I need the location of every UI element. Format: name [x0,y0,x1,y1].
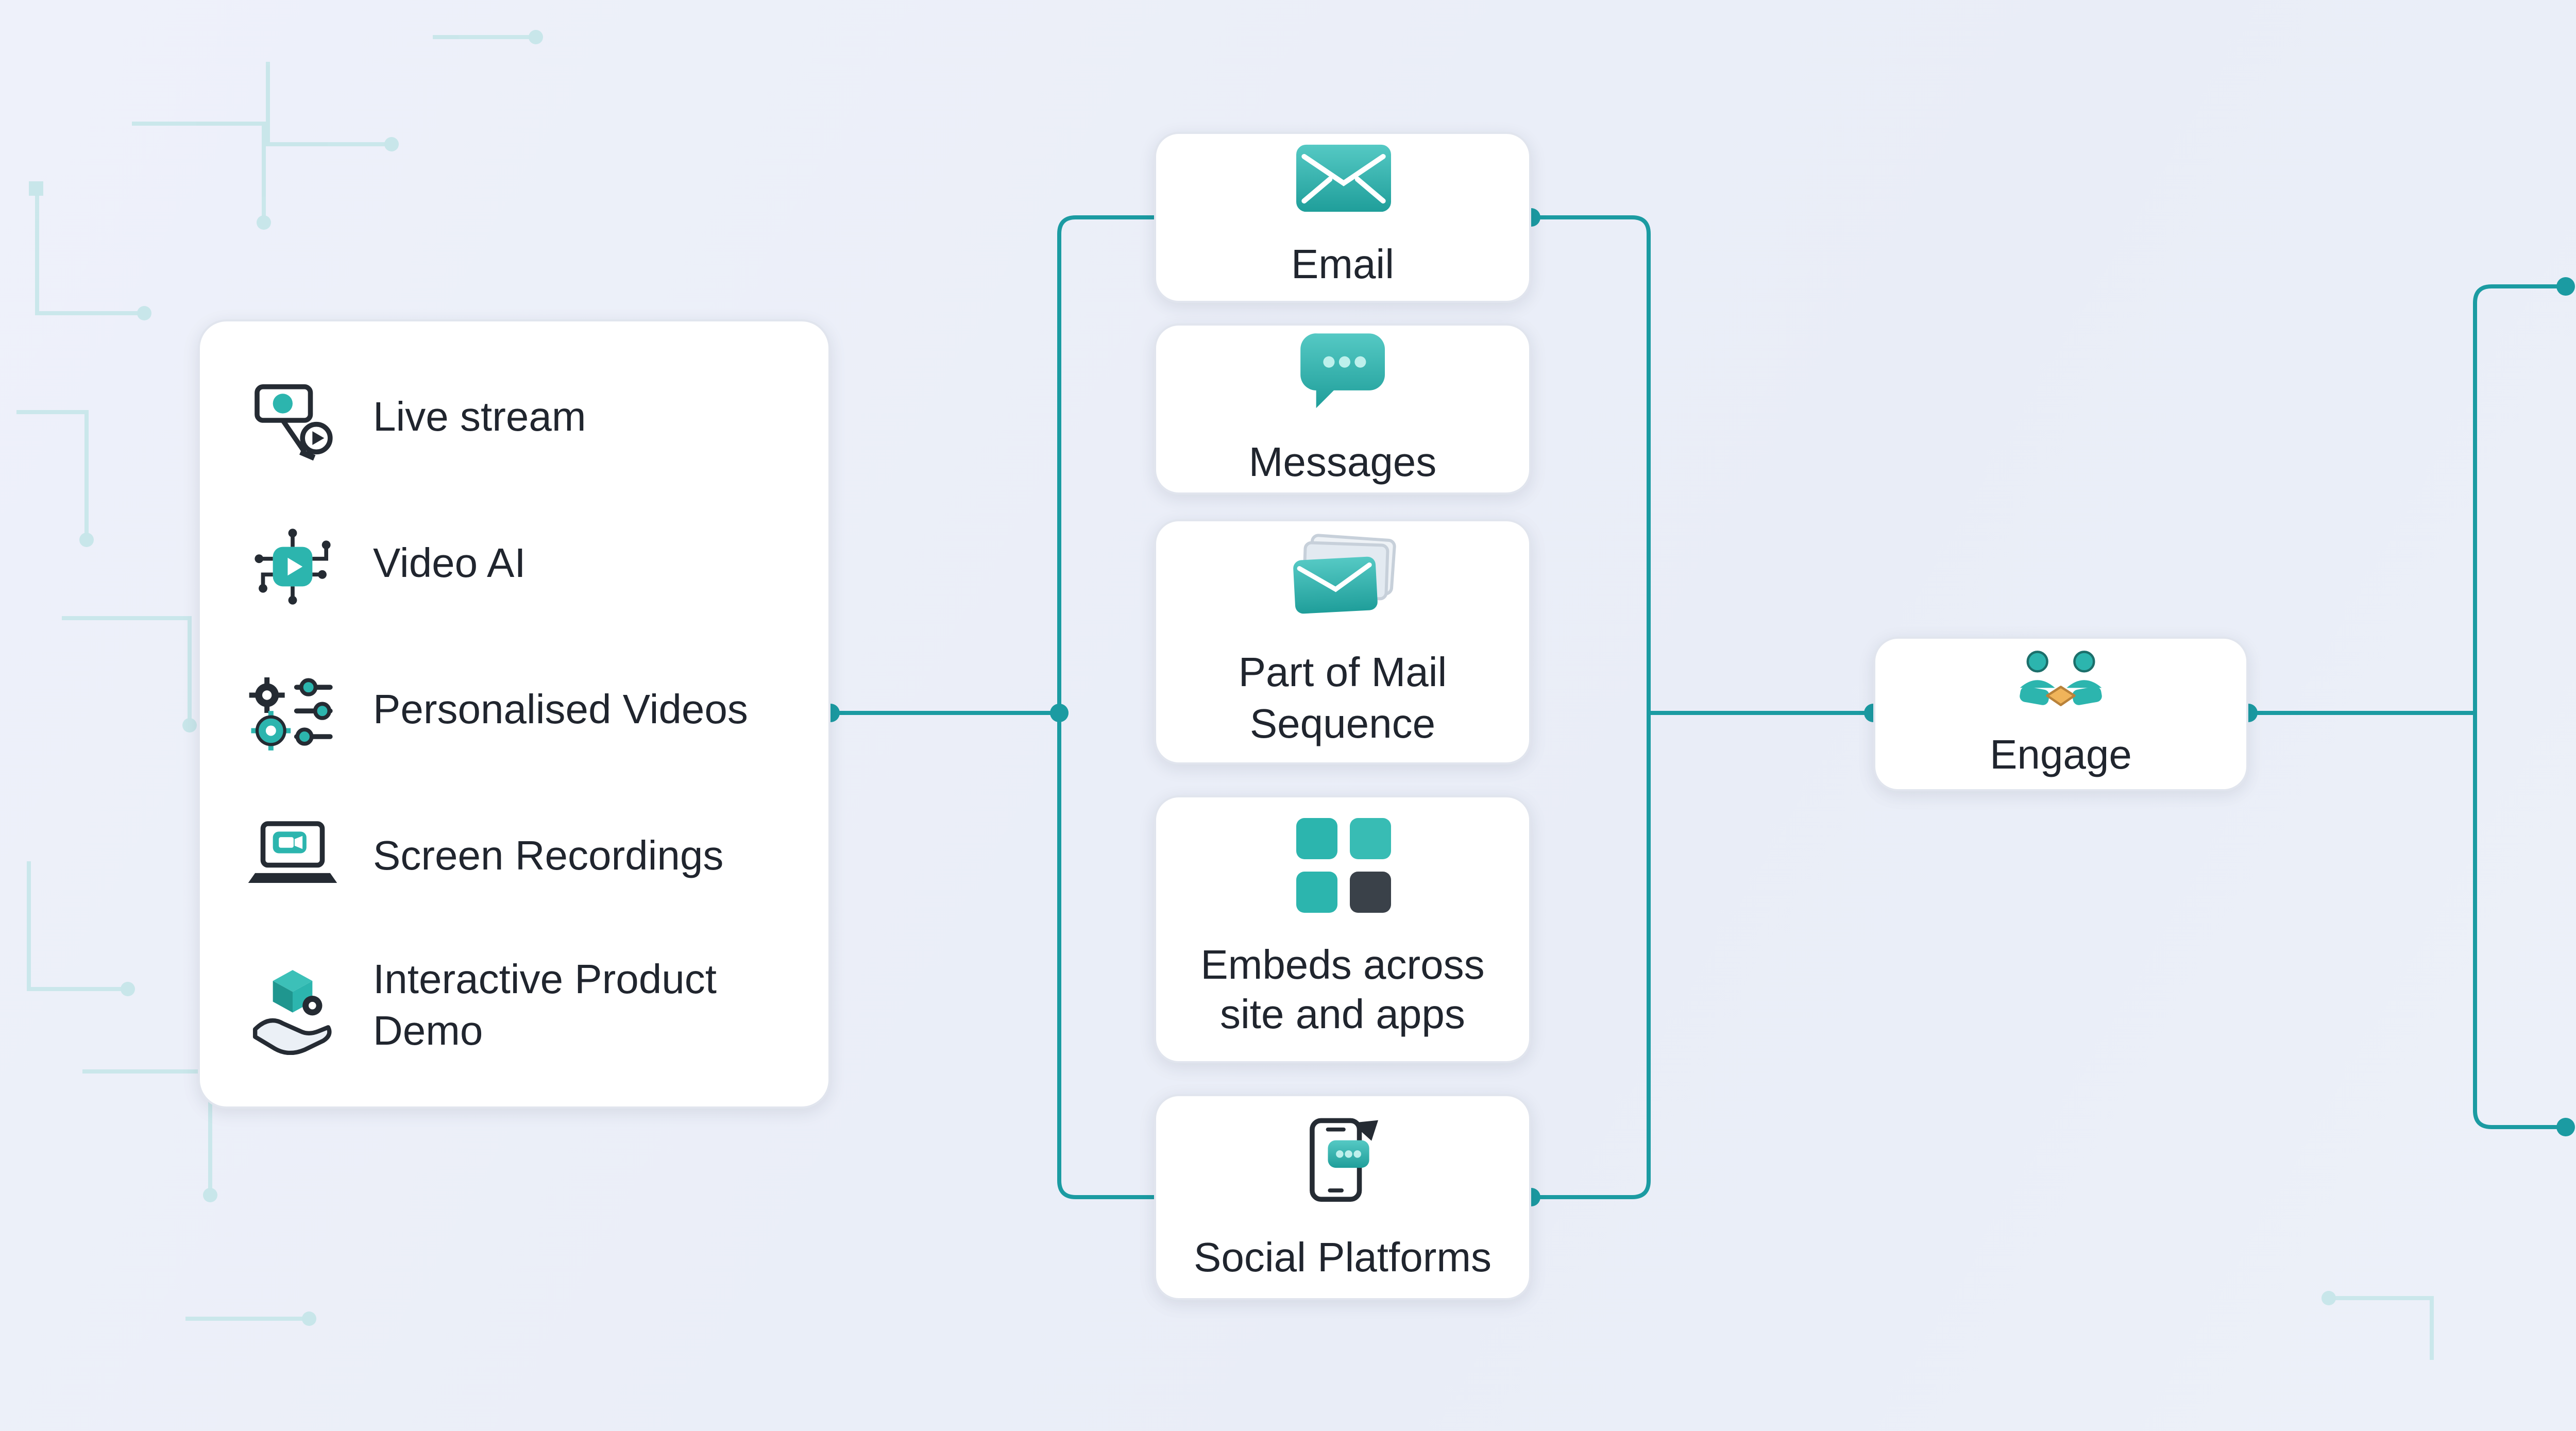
engage-handshake-icon [2011,647,2110,727]
screen-recordings-icon [241,809,344,908]
channel-label: Messages [1248,441,1437,487]
channel-node-mail-sequence: Part of Mail Sequence [1154,519,1531,764]
channel-label: Embeds across site and apps [1200,943,1485,1038]
channel-node-email: Email [1154,132,1531,303]
interactive-product-demo-icon [241,957,344,1056]
engage-node: Engage [1873,637,2248,791]
email-icon [1295,144,1390,222]
feature-item-video-ai: Video AI [241,516,787,615]
live-stream-icon [241,370,344,469]
channel-label: Part of Mail Sequence [1238,651,1447,747]
channel-label: Email [1291,243,1394,288]
feature-label: Screen Recordings [373,834,724,880]
feature-label: Video AI [373,542,526,587]
messages-icon [1295,328,1390,421]
video-sources-panel: Live stream Video AI [198,319,831,1109]
social-platforms-icon [1299,1110,1386,1215]
feature-item-live-stream: Live stream [241,370,787,469]
feature-item-personalised-videos: Personalised Videos [241,662,787,761]
personalised-videos-icon [241,662,344,761]
embeds-icon [1295,817,1390,922]
mail-sequence-icon [1289,534,1396,631]
channel-label: Social Platforms [1194,1236,1492,1282]
feature-item-screen-recordings: Screen Recordings [241,809,787,908]
channel-node-embeds: Embeds across site and apps [1154,795,1531,1063]
channel-node-messages: Messages [1154,323,1531,495]
feature-label: Interactive Product Demo [373,957,717,1054]
engage-label: Engage [1990,734,2132,779]
team-illustration [2564,902,2576,1257]
video-ai-icon [241,516,344,615]
channel-node-social-platforms: Social Platforms [1154,1094,1531,1300]
feature-item-interactive-product-demo: Interactive Product Demo [241,955,787,1058]
feature-label: Personalised Videos [373,688,748,734]
feature-label: Live stream [373,396,586,441]
